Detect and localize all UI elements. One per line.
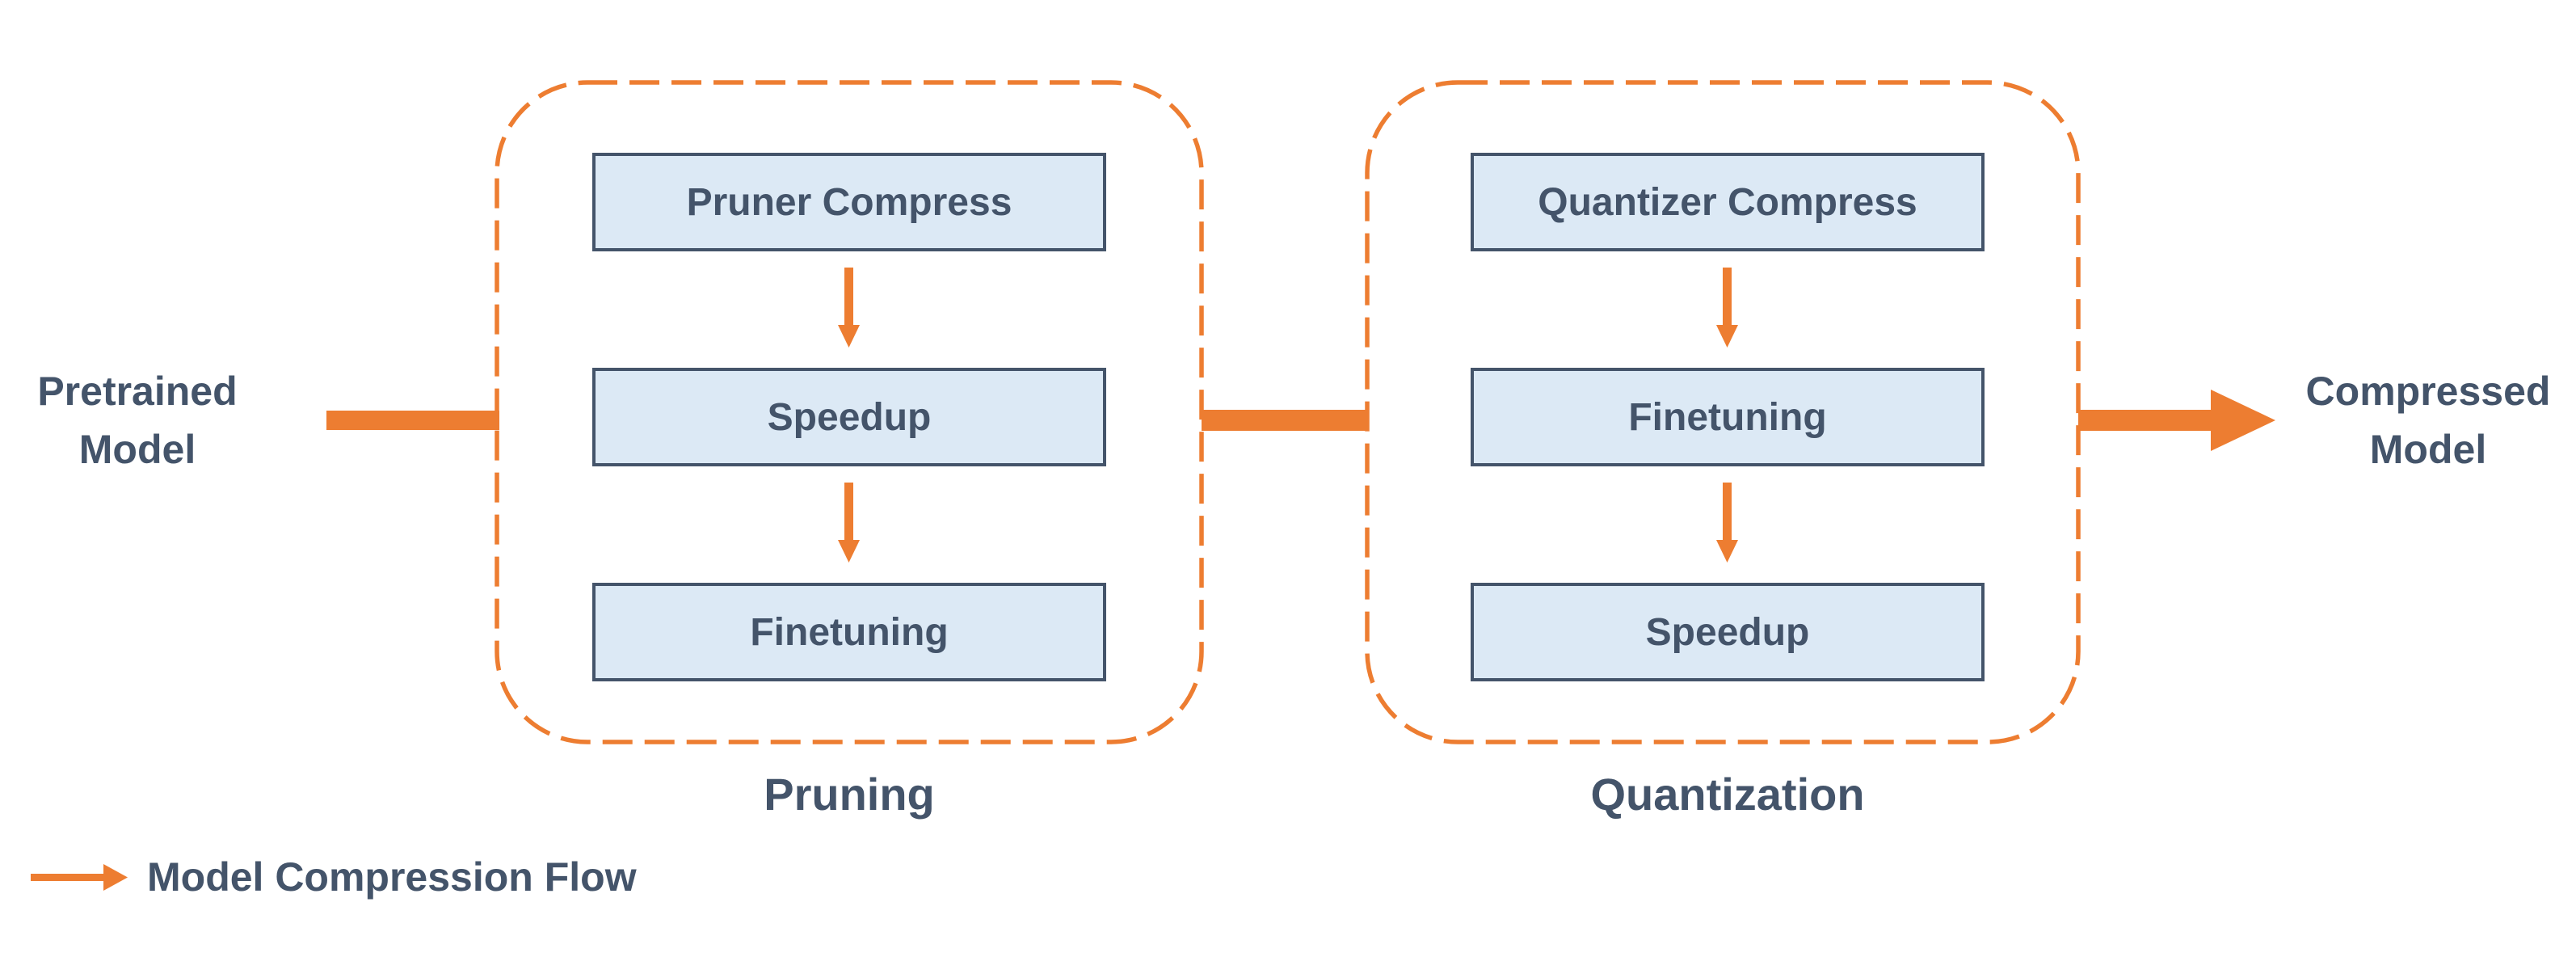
step-box-quantizer-compress: Quantizer Compress (1471, 153, 1985, 251)
down-arrow-pruning-1-icon (838, 268, 860, 348)
step-box-quantization-finetuning: Finetuning (1471, 368, 1985, 466)
step-label: Quantizer Compress (1538, 180, 1917, 224)
step-label: Finetuning (750, 610, 949, 654)
legend-label: Model Compression Flow (147, 854, 637, 900)
pruning-group-label: Pruning (764, 768, 935, 820)
flow-line-output (2078, 410, 2214, 431)
step-label: Finetuning (1628, 395, 1827, 439)
down-arrow-quantization-2-icon (1716, 483, 1738, 563)
step-label: Pruner Compress (686, 180, 1012, 224)
quantization-group-label: Quantization (1590, 768, 1865, 820)
flow-arrowhead-output-icon (2211, 390, 2275, 451)
step-label: Speedup (1645, 610, 1810, 654)
pretrained-model-label-line1: Pretrained (37, 369, 238, 414)
down-arrow-pruning-2-icon (838, 483, 860, 563)
flow-line-input (326, 411, 499, 430)
compressed-model-label-line2: Model (2369, 427, 2487, 472)
pretrained-model-label: Pretrained Model (16, 360, 259, 480)
step-label: Speedup (767, 395, 932, 439)
compressed-model-label: Compressed Model (2295, 360, 2561, 480)
step-box-pruning-finetuning: Finetuning (592, 583, 1106, 681)
step-box-quantization-speedup: Speedup (1471, 583, 1985, 681)
pretrained-model-label-line2: Model (78, 427, 196, 472)
legend-arrow-icon (31, 864, 128, 891)
flow-line-middle (1202, 410, 1369, 431)
step-box-pruner-compress: Pruner Compress (592, 153, 1106, 251)
step-box-pruning-speedup: Speedup (592, 368, 1106, 466)
compressed-model-label-line1: Compressed (2305, 369, 2551, 414)
down-arrow-quantization-1-icon (1716, 268, 1738, 348)
